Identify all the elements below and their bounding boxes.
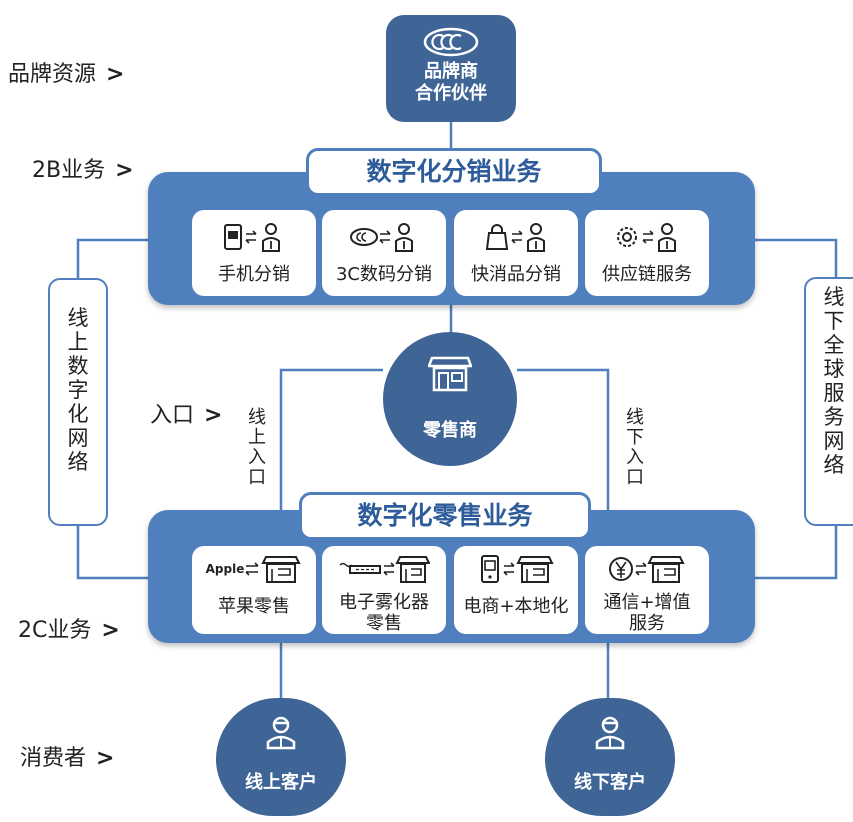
brand-partner-box: 品牌商 合作伙伴 (386, 15, 516, 122)
row-label-2c: 2C业务> (18, 618, 120, 643)
card-3c-distribution: 3C数码分销 (322, 210, 446, 296)
person-icon (266, 716, 296, 750)
offline-global-service-network-box: 线下全球服务网络 (804, 277, 853, 526)
apple-text-icon: Apple (205, 562, 245, 576)
card-label: 手机分销 (218, 264, 290, 285)
card-apple-retail: Apple 苹果零售 (192, 546, 316, 634)
online-customer-node: 线上客户 (216, 698, 346, 816)
card-icons (585, 220, 709, 254)
offline-global-service-network-label: 线下全球服务网络 (823, 285, 845, 477)
card-icons (192, 220, 316, 254)
yen-icon (609, 556, 685, 583)
card-fmcg-distribution: 快消品分销 (454, 210, 578, 296)
card-label-line1: 电商+本地化 (463, 596, 569, 617)
card-icons (454, 220, 578, 254)
brand-partner-line1: 品牌商 (424, 61, 478, 82)
card-label-line2: 服务 (629, 613, 665, 634)
retailer-node: 零售商 (383, 332, 517, 466)
phone-icon (224, 223, 280, 252)
offline-customer-label: 线下客户 (574, 772, 646, 793)
shopping-bag-icon (485, 223, 545, 252)
card-label: 快消品分销 (471, 264, 561, 285)
card-telecom-value-added: 通信+增值 服务 (585, 546, 709, 634)
b2b-panel-title: 数字化分销业务 (306, 148, 602, 196)
card-label-line1: 电子雾化器 (339, 592, 429, 613)
retailer-label: 零售商 (423, 420, 477, 441)
card-icons (322, 552, 446, 586)
card-label: 3C数码分销 (335, 264, 433, 285)
c2c-panel-title: 数字化零售业务 (299, 492, 591, 540)
card-label-line1: 苹果零售 (218, 596, 290, 617)
row-label-brand-resources: 品牌资源> (8, 62, 125, 87)
card-label-line2: 零售 (366, 613, 402, 634)
card-phone-distribution: 手机分销 (192, 210, 316, 296)
online-customer-label: 线上客户 (245, 772, 317, 793)
person-icon (595, 716, 625, 750)
store-icon (245, 556, 301, 583)
online-digital-network-box: 线上数字化网络 (48, 278, 108, 526)
card-label-line1: 通信+增值 (603, 592, 691, 613)
store-icon (427, 356, 473, 392)
vape-icon (339, 556, 430, 583)
offline-entrance-label: 线下入口 (626, 407, 644, 488)
online-digital-network-label: 线上数字化网络 (67, 306, 89, 474)
row-label-2b: 2B业务> (32, 158, 134, 183)
card-icons (585, 552, 709, 586)
gear-icon (617, 223, 676, 252)
ccc-logo-icon (350, 223, 413, 252)
card-icons (322, 220, 446, 254)
card-supply-chain: 供应链服务 (585, 210, 709, 296)
brand-partner-line2: 合作伙伴 (415, 83, 487, 104)
row-label-entrance: 入口> (150, 403, 223, 428)
card-ecig-retail: 电子雾化器 零售 (322, 546, 446, 634)
online-entrance-label: 线上入口 (248, 407, 266, 488)
mobile-shop-icon (481, 555, 554, 583)
card-icons: Apple (192, 552, 316, 586)
card-label: 供应链服务 (602, 264, 692, 285)
ccc-logo-icon (423, 27, 479, 57)
card-ecommerce-local: 电商+本地化 (454, 546, 578, 634)
row-label-consumers: 消费者> (20, 746, 115, 771)
offline-customer-node: 线下客户 (545, 698, 675, 816)
card-icons (454, 552, 578, 586)
